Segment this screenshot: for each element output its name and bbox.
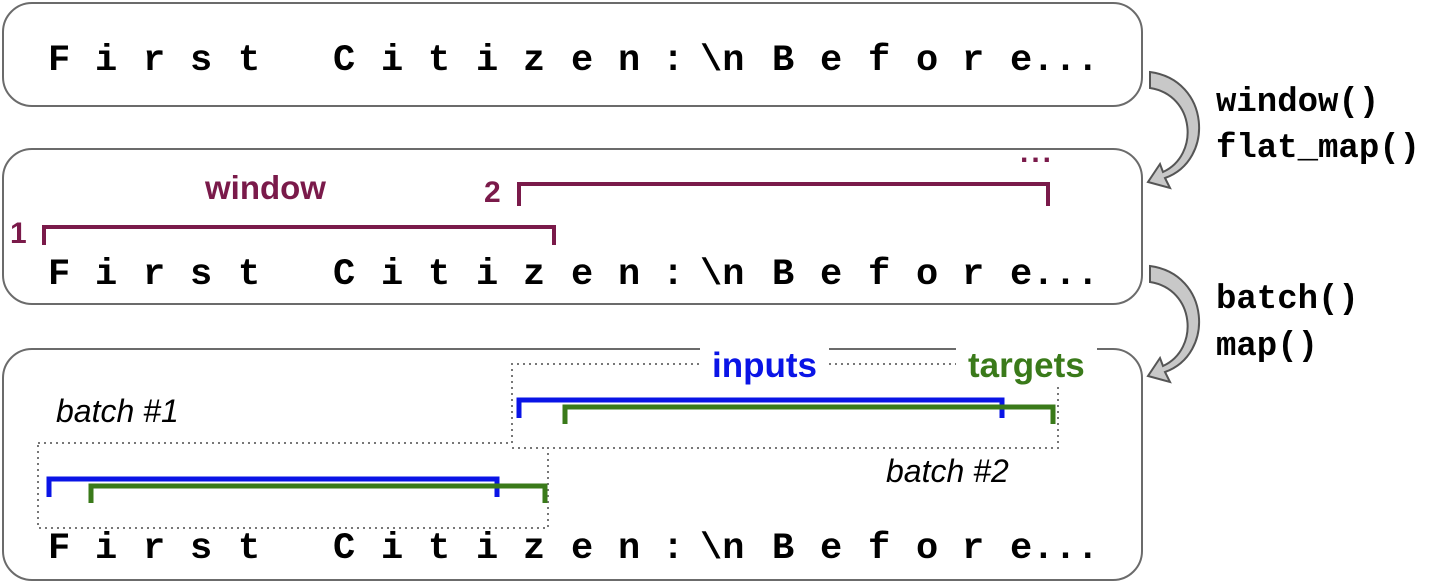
sequence-char: f bbox=[868, 40, 891, 82]
sequence-char: e... bbox=[1010, 528, 1099, 570]
sequence-char: o bbox=[916, 254, 939, 296]
sequence-char: f bbox=[868, 528, 891, 570]
sequence-char: i bbox=[381, 40, 404, 82]
sequence-char: f bbox=[868, 254, 891, 296]
sequence-char: F bbox=[48, 40, 71, 82]
sequence-char: r bbox=[962, 528, 985, 570]
sequence-char: n bbox=[618, 528, 641, 570]
sequence-char: i bbox=[381, 528, 404, 570]
batch-1-label: batch #1 bbox=[56, 393, 179, 429]
sequence-char: s bbox=[190, 40, 213, 82]
window-bracket-1 bbox=[42, 225, 556, 245]
sequence-char: C bbox=[333, 40, 356, 82]
sequence-char: z bbox=[523, 254, 546, 296]
batch-1-box bbox=[37, 363, 1059, 529]
window-ellipsis: ... bbox=[1020, 136, 1055, 169]
sequence-char: : bbox=[662, 254, 685, 296]
inputs-label: inputs bbox=[700, 346, 829, 386]
batch-1-targets-bracket bbox=[88, 483, 548, 503]
sequence-char: e bbox=[820, 254, 843, 296]
sequence-char: \n bbox=[700, 254, 745, 296]
sequence-char: n bbox=[618, 40, 641, 82]
sequence-char: t bbox=[238, 40, 261, 82]
window-index-2: 2 bbox=[484, 176, 501, 209]
sequence-char: t bbox=[428, 40, 451, 82]
batch-2-label: batch #2 bbox=[886, 453, 1009, 489]
sequence-char: t bbox=[238, 528, 261, 570]
sequence-char: i bbox=[476, 40, 499, 82]
targets-label: targets bbox=[956, 346, 1097, 386]
sequence-char: C bbox=[333, 254, 356, 296]
sequence-char: n bbox=[618, 254, 641, 296]
sequence-char: z bbox=[523, 40, 546, 82]
sequence-char: : bbox=[662, 40, 685, 82]
sequence-char: e bbox=[820, 40, 843, 82]
sequence-char: r bbox=[143, 528, 166, 570]
sequence-char: o bbox=[916, 40, 939, 82]
sequence-char: e bbox=[571, 254, 594, 296]
op-window: window() bbox=[1216, 84, 1380, 122]
batch-2-targets-bracket bbox=[562, 404, 1056, 424]
sequence-char: r bbox=[143, 254, 166, 296]
sequence-char: o bbox=[916, 528, 939, 570]
op-map: map() bbox=[1216, 328, 1319, 366]
sequence-char: i bbox=[381, 254, 404, 296]
raw-text-panel bbox=[2, 2, 1143, 107]
sequence-char: z bbox=[523, 528, 546, 570]
window-index-1: 1 bbox=[10, 217, 27, 250]
sequence-char: F bbox=[48, 254, 71, 296]
sequence-char: i bbox=[476, 254, 499, 296]
sequence-char: r bbox=[962, 254, 985, 296]
window-bracket-2 bbox=[517, 182, 1050, 206]
batched-panel bbox=[2, 348, 1143, 581]
window-label: window bbox=[205, 169, 326, 206]
arrow-icon-step2 bbox=[1146, 264, 1200, 384]
sequence-char: e... bbox=[1010, 40, 1099, 82]
sequence-char: B bbox=[772, 528, 795, 570]
sequence-char: t bbox=[428, 528, 451, 570]
sequence-char: s bbox=[190, 528, 213, 570]
sequence-char: i bbox=[95, 254, 118, 296]
sequence-char: r bbox=[962, 40, 985, 82]
sequence-char: e bbox=[571, 528, 594, 570]
op-batch: batch() bbox=[1216, 281, 1359, 319]
sequence-char: : bbox=[662, 528, 685, 570]
sequence-char: r bbox=[143, 40, 166, 82]
sequence-char: B bbox=[772, 254, 795, 296]
sequence-char: \n bbox=[700, 528, 745, 570]
sequence-char: i bbox=[95, 40, 118, 82]
sequence-char: e... bbox=[1010, 254, 1099, 296]
sequence-char: B bbox=[772, 40, 795, 82]
sequence-char: F bbox=[48, 528, 71, 570]
arrow-icon-step1 bbox=[1146, 70, 1200, 190]
sequence-char: i bbox=[95, 528, 118, 570]
sequence-char: \n bbox=[700, 40, 745, 82]
sequence-char: e bbox=[571, 40, 594, 82]
sequence-char: t bbox=[428, 254, 451, 296]
sequence-char: t bbox=[238, 254, 261, 296]
op-flat-map: flat_map() bbox=[1216, 130, 1421, 168]
sequence-char: i bbox=[476, 528, 499, 570]
sequence-char: e bbox=[820, 528, 843, 570]
sequence-char: C bbox=[333, 528, 356, 570]
sequence-char: s bbox=[190, 254, 213, 296]
